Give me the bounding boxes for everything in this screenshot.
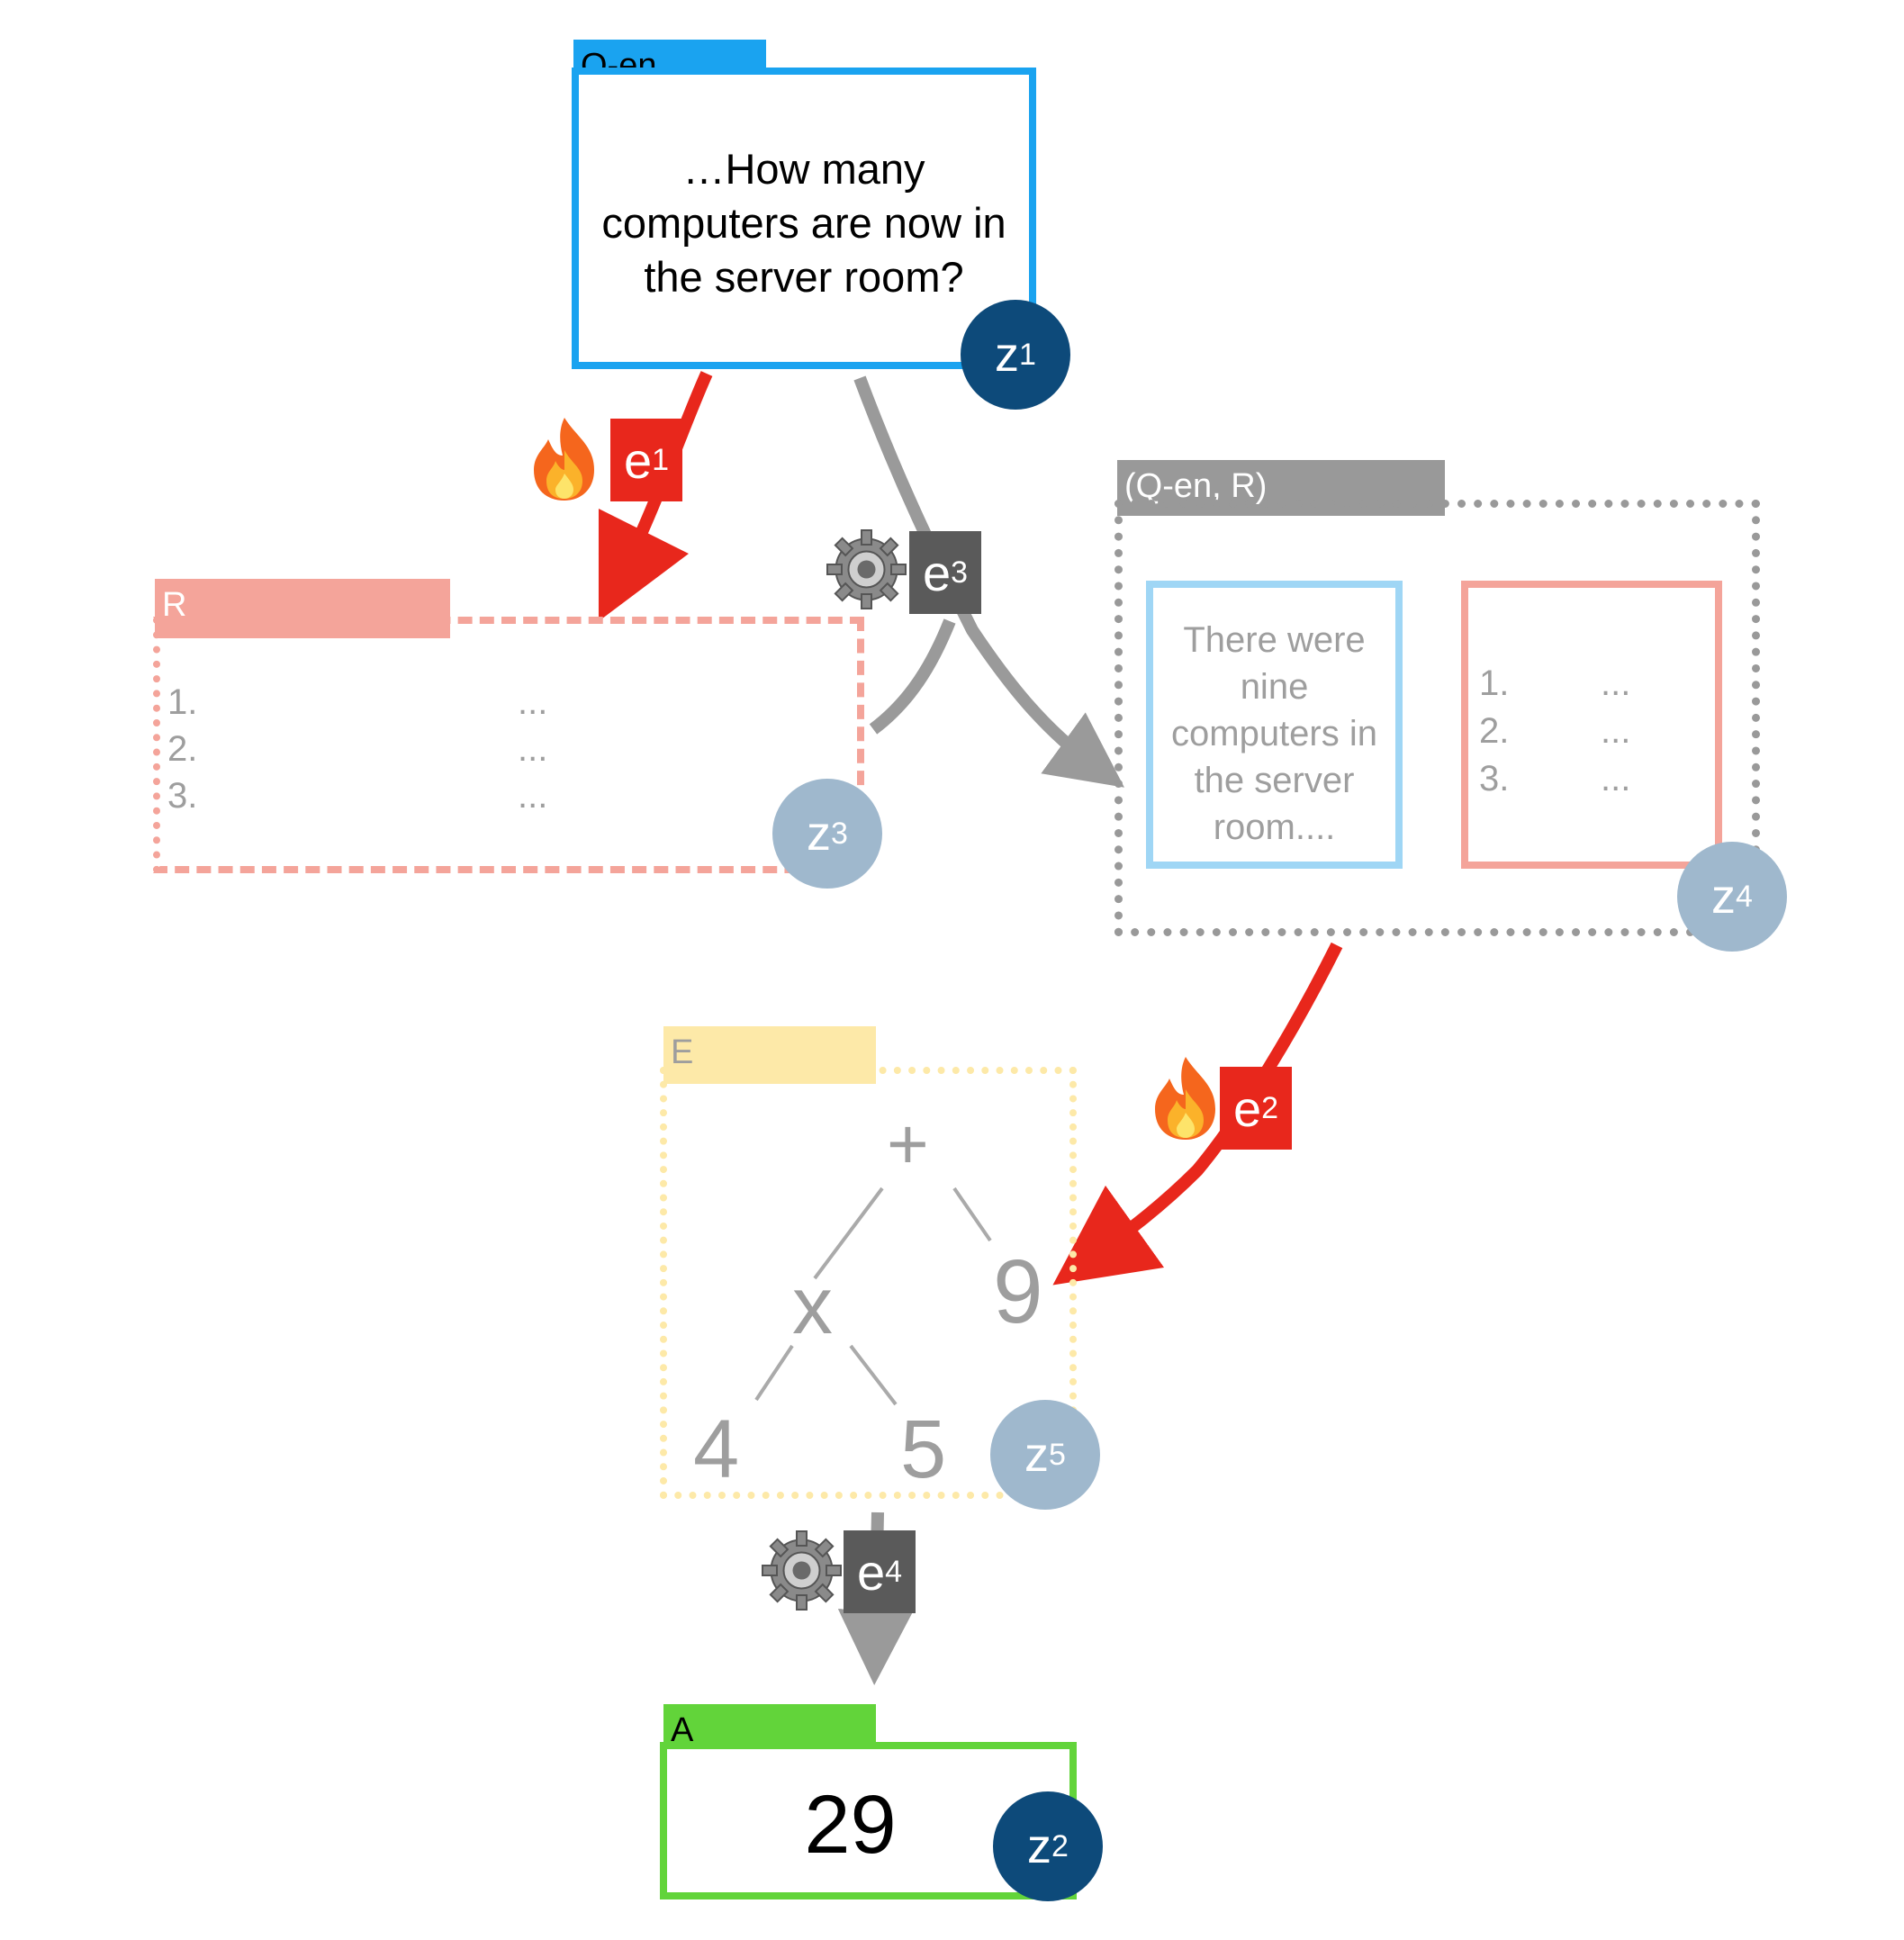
latent-z1-label: z <box>995 328 1020 382</box>
qen-r-context-text: There were nine computers in the server … <box>1171 620 1377 847</box>
gear-icon <box>824 527 909 612</box>
edge-e2-sub: 2 <box>1261 1090 1279 1125</box>
r-item-1-num: 1. <box>167 682 198 722</box>
tree-edge-root-left <box>813 1187 884 1280</box>
q-en-text: …How many computers are now in the serve… <box>601 145 1006 301</box>
r-item-3-val: ... <box>518 776 548 816</box>
latent-z3-label: z <box>807 807 832 861</box>
r-item-2-num: 2. <box>167 729 198 769</box>
tree-node-nine: 9 <box>993 1241 1043 1342</box>
tree-root-plus: + <box>887 1104 929 1184</box>
a-value: 29 <box>804 1779 897 1871</box>
latent-z5-label: z <box>1024 1428 1050 1482</box>
qen-r-item-3-num: 3. <box>1479 759 1510 799</box>
r-tag: R <box>155 579 450 638</box>
qen-r-box <box>1114 500 1760 936</box>
latent-z2-label: z <box>1027 1819 1052 1873</box>
fire-icon <box>527 414 603 504</box>
qen-r-list-box <box>1461 581 1722 869</box>
edge-e2-arrow <box>1052 942 1343 1286</box>
edge-e3-branch <box>869 618 956 735</box>
tree-edge-root-right <box>952 1187 992 1242</box>
qen-r-context-box: There were nine computers in the server … <box>1146 581 1403 869</box>
latent-z4-label: z <box>1711 870 1737 924</box>
latent-z5-sub: 5 <box>1049 1437 1066 1472</box>
edge-e3-sub: 3 <box>951 555 969 590</box>
e-tag: E <box>663 1026 876 1084</box>
tree-node-times: x <box>792 1261 833 1351</box>
e-box <box>660 1067 1077 1499</box>
edge-e1-label: e <box>623 431 653 489</box>
r-item-3-num: 3. <box>167 776 198 816</box>
edge-e2-label: e <box>1232 1079 1262 1137</box>
edge-e1-sub: 1 <box>652 442 670 477</box>
edge-e3-label: e <box>922 544 952 601</box>
tree-node-four: 4 <box>693 1403 740 1495</box>
latent-z3-sub: 3 <box>831 816 848 851</box>
qen-r-item-3-val: ... <box>1601 759 1631 799</box>
edge-e4-label: e <box>856 1543 886 1601</box>
latent-z2-sub: 2 <box>1051 1828 1069 1863</box>
tree-edge-x-right <box>849 1344 898 1406</box>
q-en-box: …How many computers are now in the serve… <box>572 68 1036 369</box>
edge-e3-arrow <box>853 375 1124 788</box>
tree-edge-x-left <box>754 1344 794 1402</box>
latent-z4-sub: 4 <box>1736 879 1753 914</box>
qen-r-item-1-val: ... <box>1601 663 1631 703</box>
r-box <box>153 617 864 873</box>
qen-r-item-2-val: ... <box>1601 711 1631 751</box>
edge-e4-sub: 4 <box>885 1554 903 1589</box>
qen-r-item-1-num: 1. <box>1479 663 1510 703</box>
qen-r-item-2-num: 2. <box>1479 711 1510 751</box>
tree-node-five: 5 <box>900 1403 947 1495</box>
latent-z1-sub: 1 <box>1019 337 1036 372</box>
fire-icon <box>1148 1053 1224 1143</box>
r-item-2-val: ... <box>518 729 548 769</box>
r-item-1-val: ... <box>518 682 548 722</box>
gear-icon <box>759 1528 844 1613</box>
